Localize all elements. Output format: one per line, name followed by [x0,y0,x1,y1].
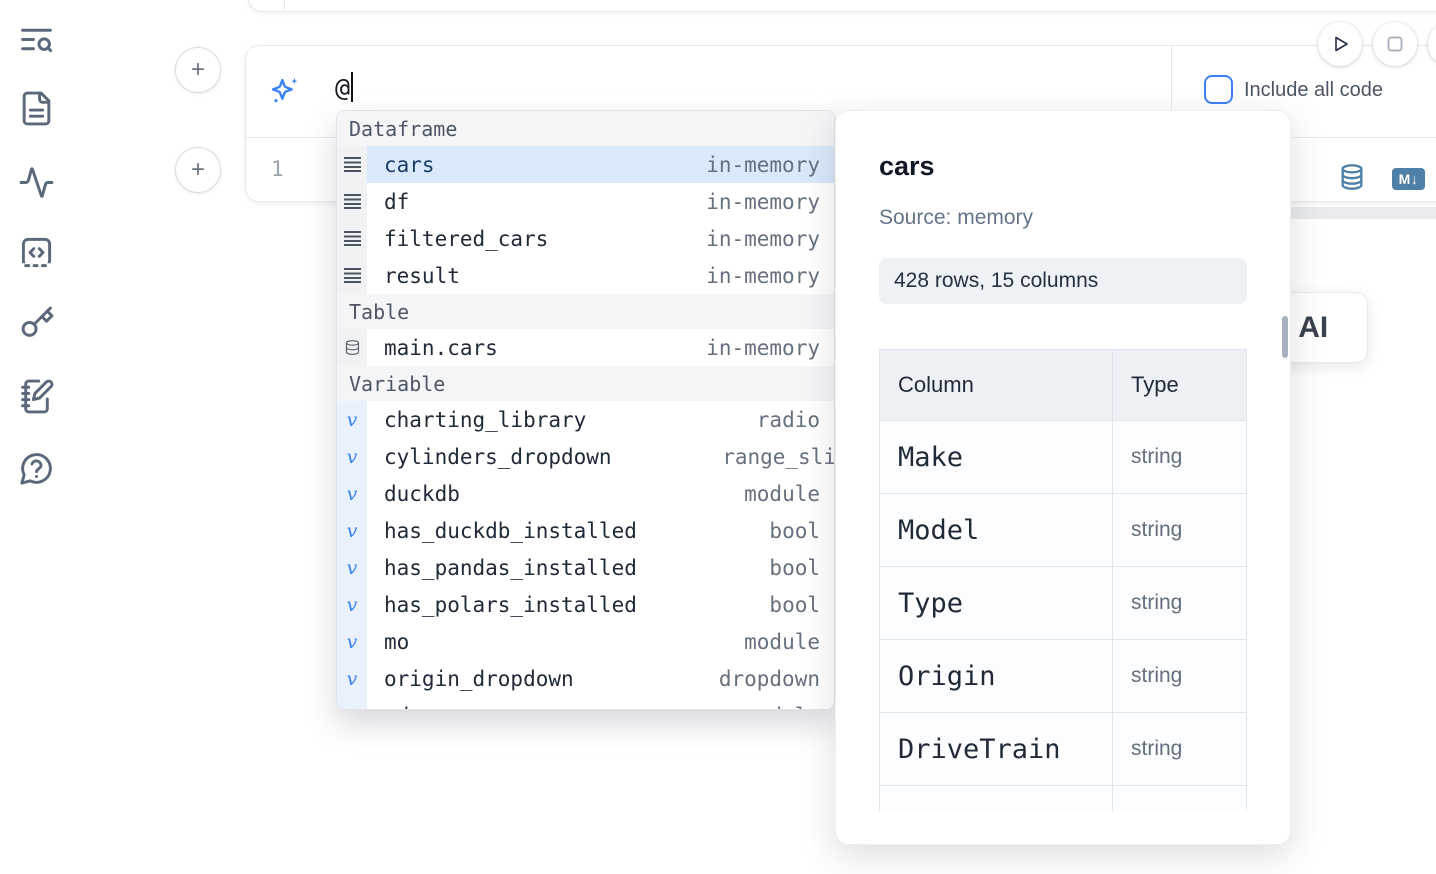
section-header-variable: Variable [337,366,834,401]
scratchpad-icon[interactable] [18,378,55,415]
include-all-code-label: Include all code [1244,79,1383,101]
add-cell-below-button[interactable]: + [175,147,221,193]
variable-icon: v [337,475,367,512]
code-snippets-icon[interactable] [18,234,55,271]
run-cell-button[interactable] [1318,22,1362,66]
section-header-dataframe: Dataframe [337,111,834,146]
document-icon[interactable] [18,90,55,127]
dataframe-rows-icon [337,146,367,183]
column-header: Column [879,349,1113,421]
dataframe-rows-icon [337,257,367,294]
variable-icon: v [337,660,367,697]
variable-icon: v [337,401,367,438]
autocomplete-item-pd-partial[interactable]: v pdmodule [337,697,834,709]
variable-icon: v [337,623,367,660]
include-all-code-checkbox[interactable] [1204,75,1233,104]
table-row: Origin string [879,639,1247,713]
previous-cell-gutter-divider [284,0,285,11]
ai-generate-row: @ Include all code [246,46,1436,137]
variable-icon: v [337,697,367,709]
ai-prompt-value: @ [335,73,351,102]
table-row-partial [879,785,1247,811]
table-header-row: Column Type [879,349,1247,421]
table-row: Type string [879,566,1247,640]
popup-shape-badge: 428 rows, 15 columns [879,258,1247,304]
ai-sparkle-icon [269,75,301,107]
stop-icon [1387,36,1403,52]
previous-cell [248,0,1436,12]
helper-sidebar [0,0,72,874]
variable-icon: v [337,438,367,475]
database-icon [337,329,367,366]
variable-icon: v [337,549,367,586]
text-caret [351,72,354,102]
schema-table-wrapper: Column Type Make string Model string Typ… [879,349,1247,811]
more-actions-button[interactable] [1428,22,1436,66]
variable-icon: v [337,512,367,549]
input-divider [1171,46,1172,137]
variable-icon: v [337,586,367,623]
dataframe-preview-popup: cars Source: memory 428 rows, 15 columns… [835,110,1291,845]
table-of-contents-search-icon[interactable] [18,21,55,58]
add-cell-above-button[interactable]: + [175,47,221,93]
type-header: Type [1112,349,1247,421]
markdown-icon[interactable]: M↓ [1392,168,1425,190]
popup-scrollbar-thumb[interactable] [1282,316,1288,358]
dataframe-rows-icon [337,183,367,220]
popup-title: cars [879,151,935,181]
stop-button[interactable] [1373,22,1417,66]
dataframe-rows-icon [337,220,367,257]
line-number: 1 [271,157,284,181]
ai-prompt-input[interactable]: @ [335,72,354,102]
database-icon[interactable] [1338,163,1366,191]
activity-icon[interactable] [18,164,55,201]
key-icon[interactable] [18,305,55,342]
table-row: Make string [879,420,1247,494]
help-chat-icon[interactable] [18,450,55,487]
table-row: DriveTrain string [879,712,1247,786]
popup-source: Source: memory [879,206,1034,229]
play-icon [1335,36,1348,52]
section-header-table: Table [337,294,834,329]
table-row: Model string [879,493,1247,567]
schema-table: Column Type Make string Model string Typ… [879,349,1247,811]
